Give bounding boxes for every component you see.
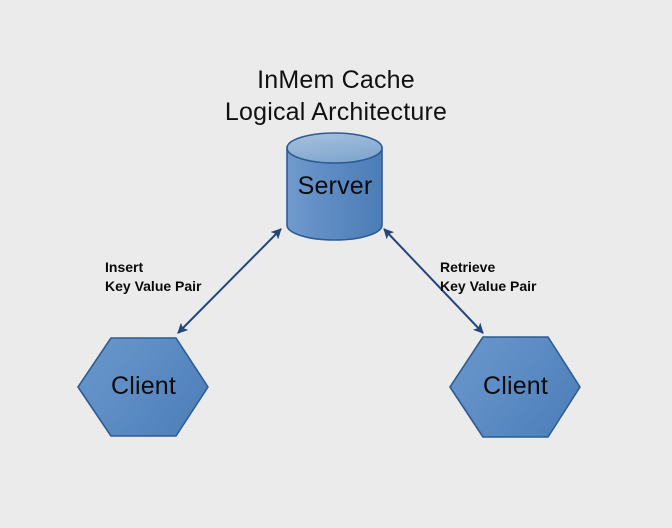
retrieve-edge-label: Retrieve Key Value Pair: [440, 258, 537, 296]
diagram-title: InMem Cache Logical Architecture: [0, 64, 672, 128]
insert-edge-label-line-2: Key Value Pair: [105, 278, 202, 295]
server-cylinder-top: [286, 132, 383, 164]
retrieve-edge-line: [383, 228, 484, 334]
retrieve-edge: [383, 228, 484, 334]
server-node-label: Server: [297, 172, 373, 200]
client-right-hexagon: [449, 336, 581, 438]
server-cylinder-body: [286, 147, 383, 241]
insert-edge-label-line-1: Insert: [105, 259, 144, 275]
client-right-node-label: Client: [482, 372, 549, 400]
diagram-title-line-2: Logical Architecture: [224, 98, 448, 126]
insert-edge-line: [177, 228, 282, 334]
retrieve-edge-label-line-1: Retrieve: [440, 259, 496, 275]
diagram-title-line-1: InMem Cache: [257, 66, 415, 94]
insert-edge-label: Insert Key Value Pair: [105, 258, 202, 296]
client-left-hexagon: [77, 337, 209, 437]
server-node[interactable]: [286, 132, 383, 241]
insert-edge: [177, 228, 282, 334]
client-right-node[interactable]: [449, 336, 581, 438]
client-left-node[interactable]: [77, 337, 209, 437]
client-left-node-label: Client: [110, 372, 177, 400]
retrieve-edge-label-line-2: Key Value Pair: [440, 278, 537, 295]
